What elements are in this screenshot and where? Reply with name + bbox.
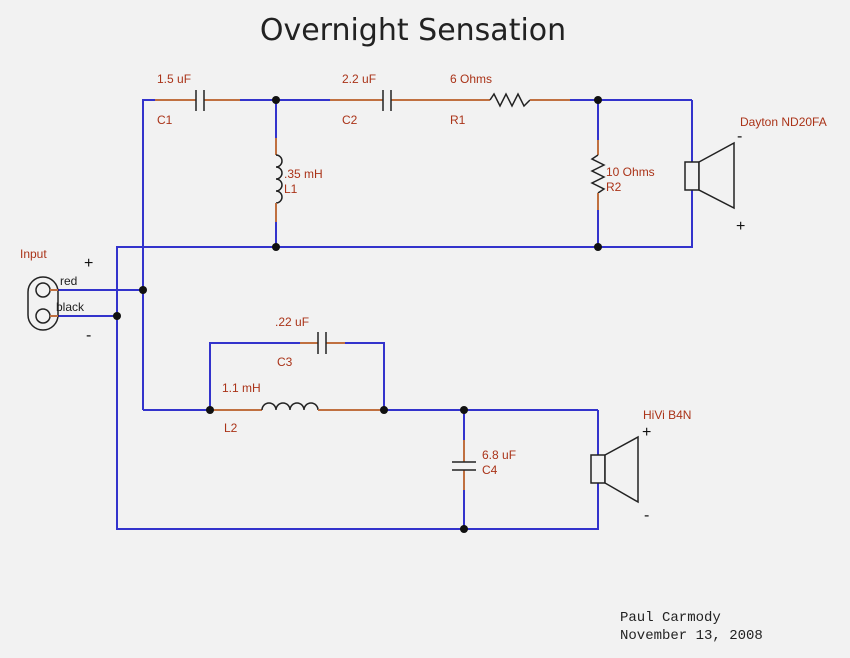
input-connector-icon [27, 276, 59, 331]
red-wire-label: red [60, 274, 77, 288]
tweeter-name-label: Dayton ND20FA [740, 115, 827, 129]
wire-c3-left [209, 342, 300, 410]
junction-dot [272, 96, 280, 104]
junction-dot [460, 406, 468, 414]
tweeter-plus-sign: + [736, 218, 745, 235]
c2-designator-label: C2 [342, 113, 358, 127]
woofer-speaker-icon [590, 435, 639, 504]
capacitor-c3 [300, 332, 345, 354]
l1-value-label: .35 mH [284, 167, 323, 181]
c4-value-label: 6.8 uF [482, 448, 516, 462]
l1-designator-label: L1 [284, 182, 298, 196]
author-credit: Paul Carmody [620, 610, 721, 626]
c1-value-label: 1.5 uF [157, 72, 191, 86]
tweeter-minus-sign: - [737, 128, 742, 145]
resistor-r2 [590, 140, 606, 210]
r1-designator-label: R1 [450, 113, 466, 127]
wires [58, 99, 693, 530]
junction-dot [139, 286, 147, 294]
wire-c3-right [345, 342, 385, 410]
capacitor-c4 [452, 440, 476, 490]
c4-designator-label: C4 [482, 463, 498, 477]
wire-tweeter-return [116, 190, 693, 316]
c1-designator-label: C1 [157, 113, 173, 127]
c3-designator-label: C3 [277, 355, 293, 369]
c3-value-label: .22 uF [275, 315, 309, 329]
input-plus-sign: + [84, 255, 93, 272]
woofer-name-label: HiVi B4N [643, 408, 691, 422]
r2-designator-label: R2 [606, 180, 622, 194]
capacitor-c2 [330, 90, 430, 111]
junction-dot [272, 243, 280, 251]
date-credit: November 13, 2008 [620, 628, 763, 644]
junction-dots [113, 96, 602, 533]
r1-value-label: 6 Ohms [450, 72, 492, 86]
woofer-minus-sign: - [644, 507, 649, 524]
junction-dot [113, 312, 121, 320]
wire-tweeter-feed [142, 99, 155, 410]
tweeter-speaker-icon [684, 141, 735, 210]
diagram-title: Overnight Sensation [260, 13, 566, 48]
resistor-r1 [430, 92, 570, 108]
wire-woofer-return [116, 316, 599, 530]
junction-dot [460, 525, 468, 533]
junction-dot [594, 243, 602, 251]
input-minus-sign: - [86, 327, 91, 344]
l2-value-label: 1.1 mH [222, 381, 261, 395]
input-label: Input [20, 247, 47, 261]
inductor-l1 [275, 138, 283, 222]
l2-designator-label: L2 [224, 421, 238, 435]
inductor-l2 [210, 402, 384, 411]
r2-value-label: 10 Ohms [606, 165, 655, 179]
junction-dot [594, 96, 602, 104]
junction-dot [206, 406, 214, 414]
woofer-plus-sign: + [642, 424, 651, 441]
capacitor-c1 [155, 90, 240, 111]
junction-dot [380, 406, 388, 414]
c2-value-label: 2.2 uF [342, 72, 376, 86]
black-wire-label: black [56, 300, 85, 314]
